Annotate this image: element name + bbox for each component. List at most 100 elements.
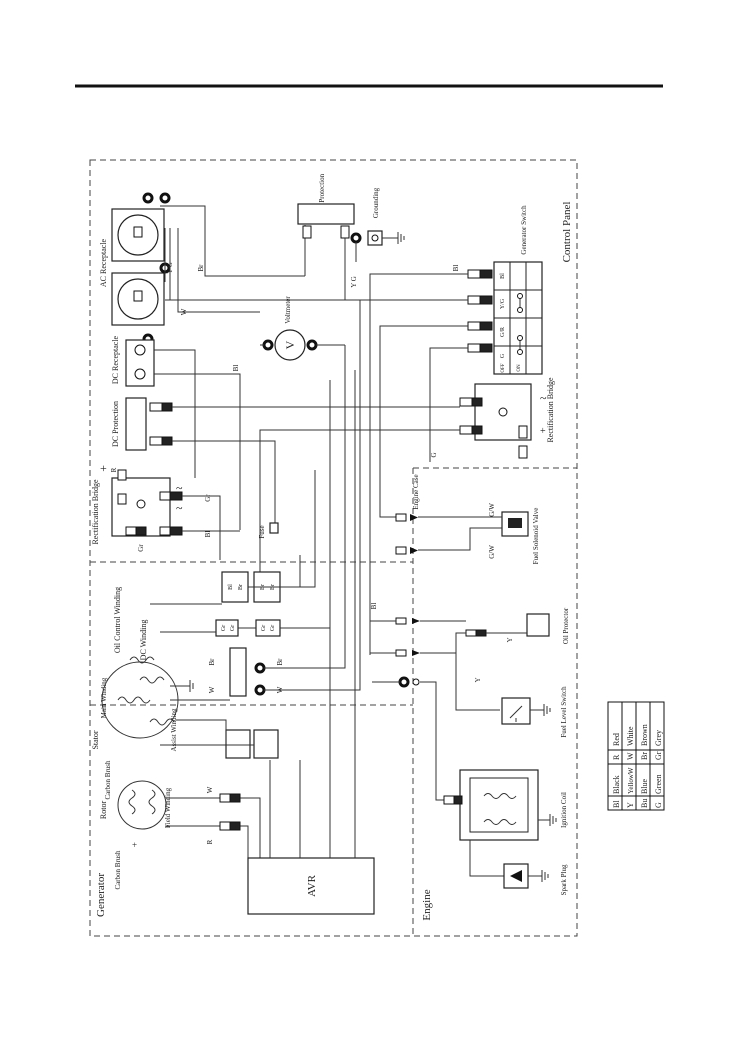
switch-connector: [479, 295, 493, 305]
grounding-group: Grounding: [350, 187, 405, 262]
ignition-coil-group: Ignition Coil: [443, 769, 568, 877]
label-grounding: Grounding: [372, 187, 380, 218]
ac-wire-1: [160, 205, 305, 277]
switch-wire-bl: [369, 273, 468, 655]
label-dc-winding: DC Winding: [139, 620, 148, 661]
wire-label-y-2: Y: [474, 677, 482, 682]
dc-protection-box: [125, 397, 147, 451]
avr-box: [247, 857, 375, 915]
bridge-right-wire: [259, 429, 460, 575]
bridge-left-connector: [117, 469, 127, 481]
legend-color: Brown: [640, 724, 649, 746]
switch-connector: [467, 343, 481, 353]
dc-receptacle-wire: [154, 349, 241, 530]
bridge-left-connector: [159, 491, 171, 501]
fuel-solenoid-coil: [508, 518, 522, 528]
label-voltmeter: Voltmeter: [284, 296, 292, 324]
connector-gr-gr-b: [255, 619, 281, 637]
dc-protection-connector: [149, 402, 163, 412]
fuel-level-switch-group: Fuel Level Switch: [501, 686, 568, 738]
switch-connector: [467, 321, 481, 331]
fuse-group: Fuse: [258, 522, 279, 539]
label-control-panel: Control Panel: [561, 202, 573, 263]
bridge-right-plus: +: [540, 426, 546, 437]
winding-coil: [129, 656, 155, 664]
connector-block-a: [225, 729, 251, 759]
fuse-body: [269, 522, 279, 534]
legend-code: R: [612, 754, 621, 760]
engine-connector-arrow: [412, 650, 420, 656]
ac-receptacle-terminal: [159, 192, 171, 204]
grounding-ring: [350, 232, 362, 244]
voltmeter-dial: [274, 329, 306, 361]
ignition-ground: [538, 814, 557, 826]
rotor-wire: [166, 797, 261, 858]
engine-wire: [370, 620, 466, 801]
label-carbon-brush-top: Carbon Brush: [104, 760, 112, 800]
dc-terminal: [134, 368, 146, 380]
rotor-coil: [128, 789, 156, 815]
stator-connectors: Bl Br Br Br Gr Gr Gr Gr: [215, 300, 361, 759]
legend-color: YellowW: [627, 767, 635, 794]
wire-label-g-bridge: G: [430, 452, 438, 457]
connector-gr-gr-b-1: Gr: [261, 625, 267, 631]
switch-contact: [517, 293, 523, 299]
bridge-left-connector: [159, 526, 171, 536]
stator-circle: [101, 661, 179, 739]
bridge-right-tilde: ~: [540, 391, 547, 405]
ac-receptacle-group: AC Receptacle: [99, 192, 171, 345]
bridge-right-connector: [471, 425, 483, 435]
dc-protection-group: DC Protection: [111, 397, 460, 530]
legend-code: Gr: [654, 751, 663, 760]
label-avr: AVR: [306, 874, 318, 896]
label-assist-winding: Assist Winding: [170, 708, 178, 751]
rectification-bridge-right: Rectification Bridge ~ +: [259, 377, 555, 575]
switch-wiring: [165, 273, 468, 655]
label-oil-control-winding: Oil Control Winding: [113, 587, 122, 653]
ignition-coil-connector: [453, 795, 463, 805]
switch-state-on: ON: [517, 364, 522, 372]
engine-case-connector: [395, 546, 407, 555]
rectification-bridge-left: Rectification Bridge + ~ ~: [91, 461, 240, 560]
switch-connector: [467, 295, 481, 305]
bridge-left-wire: [182, 495, 240, 560]
bridge-right-connector: [471, 397, 483, 407]
legend-code: Bu: [640, 799, 649, 808]
spark-plug-ground: [528, 870, 549, 882]
spark-plug-arrow: [510, 870, 522, 882]
label-rotor: Rotor: [99, 801, 108, 820]
wire-label-bl-engine: Bl: [370, 603, 378, 610]
oil-protector: [526, 613, 550, 637]
winding-coil: [149, 718, 175, 726]
rotor-group: Rotor Carbon Brush Field Winding +: [99, 780, 261, 890]
ac-receptacle-1-slot: [133, 226, 143, 238]
ac-receptacle-2-slot: [133, 290, 143, 302]
wire-label-w-rotor: W: [206, 786, 214, 793]
bridge-left-hole: [136, 499, 146, 509]
ignition-coil-core: [469, 777, 529, 833]
dc-receptacle-group: DC Receptacle: [111, 335, 241, 530]
wire-label-gw-1: G/W: [488, 503, 496, 517]
switch-wire-g: [429, 347, 468, 462]
terminal-strip: [229, 647, 247, 697]
connector-gr-gr-a-2: Gr: [230, 625, 236, 631]
stator-feed: [150, 603, 254, 746]
dc-protection-connector: [149, 436, 163, 446]
ac-protection-group: AC Protection: [297, 173, 355, 300]
switch-contact: [517, 335, 523, 341]
winding-coil: [139, 676, 165, 684]
label-spark-plug: Spark Plug: [560, 864, 568, 895]
bridge-left-connector: [117, 493, 127, 505]
engine-connector-arrow: [412, 618, 420, 624]
fuel-solenoid-wire: [418, 516, 502, 551]
voltmeter-terminal: [262, 339, 274, 351]
bridge-left-connector: [169, 526, 183, 536]
engine-ring-hole: [412, 678, 420, 686]
label-fuse: Fuse: [258, 525, 266, 538]
rotor-connector: [219, 793, 231, 803]
label-oil-protector: Oil Protector: [562, 607, 570, 644]
label-dc-receptacle: DC Receptacle: [111, 335, 120, 384]
oil-protector-group: Oil Protector: [455, 607, 570, 711]
wire-label-bl-bridge: Bl: [204, 531, 212, 538]
